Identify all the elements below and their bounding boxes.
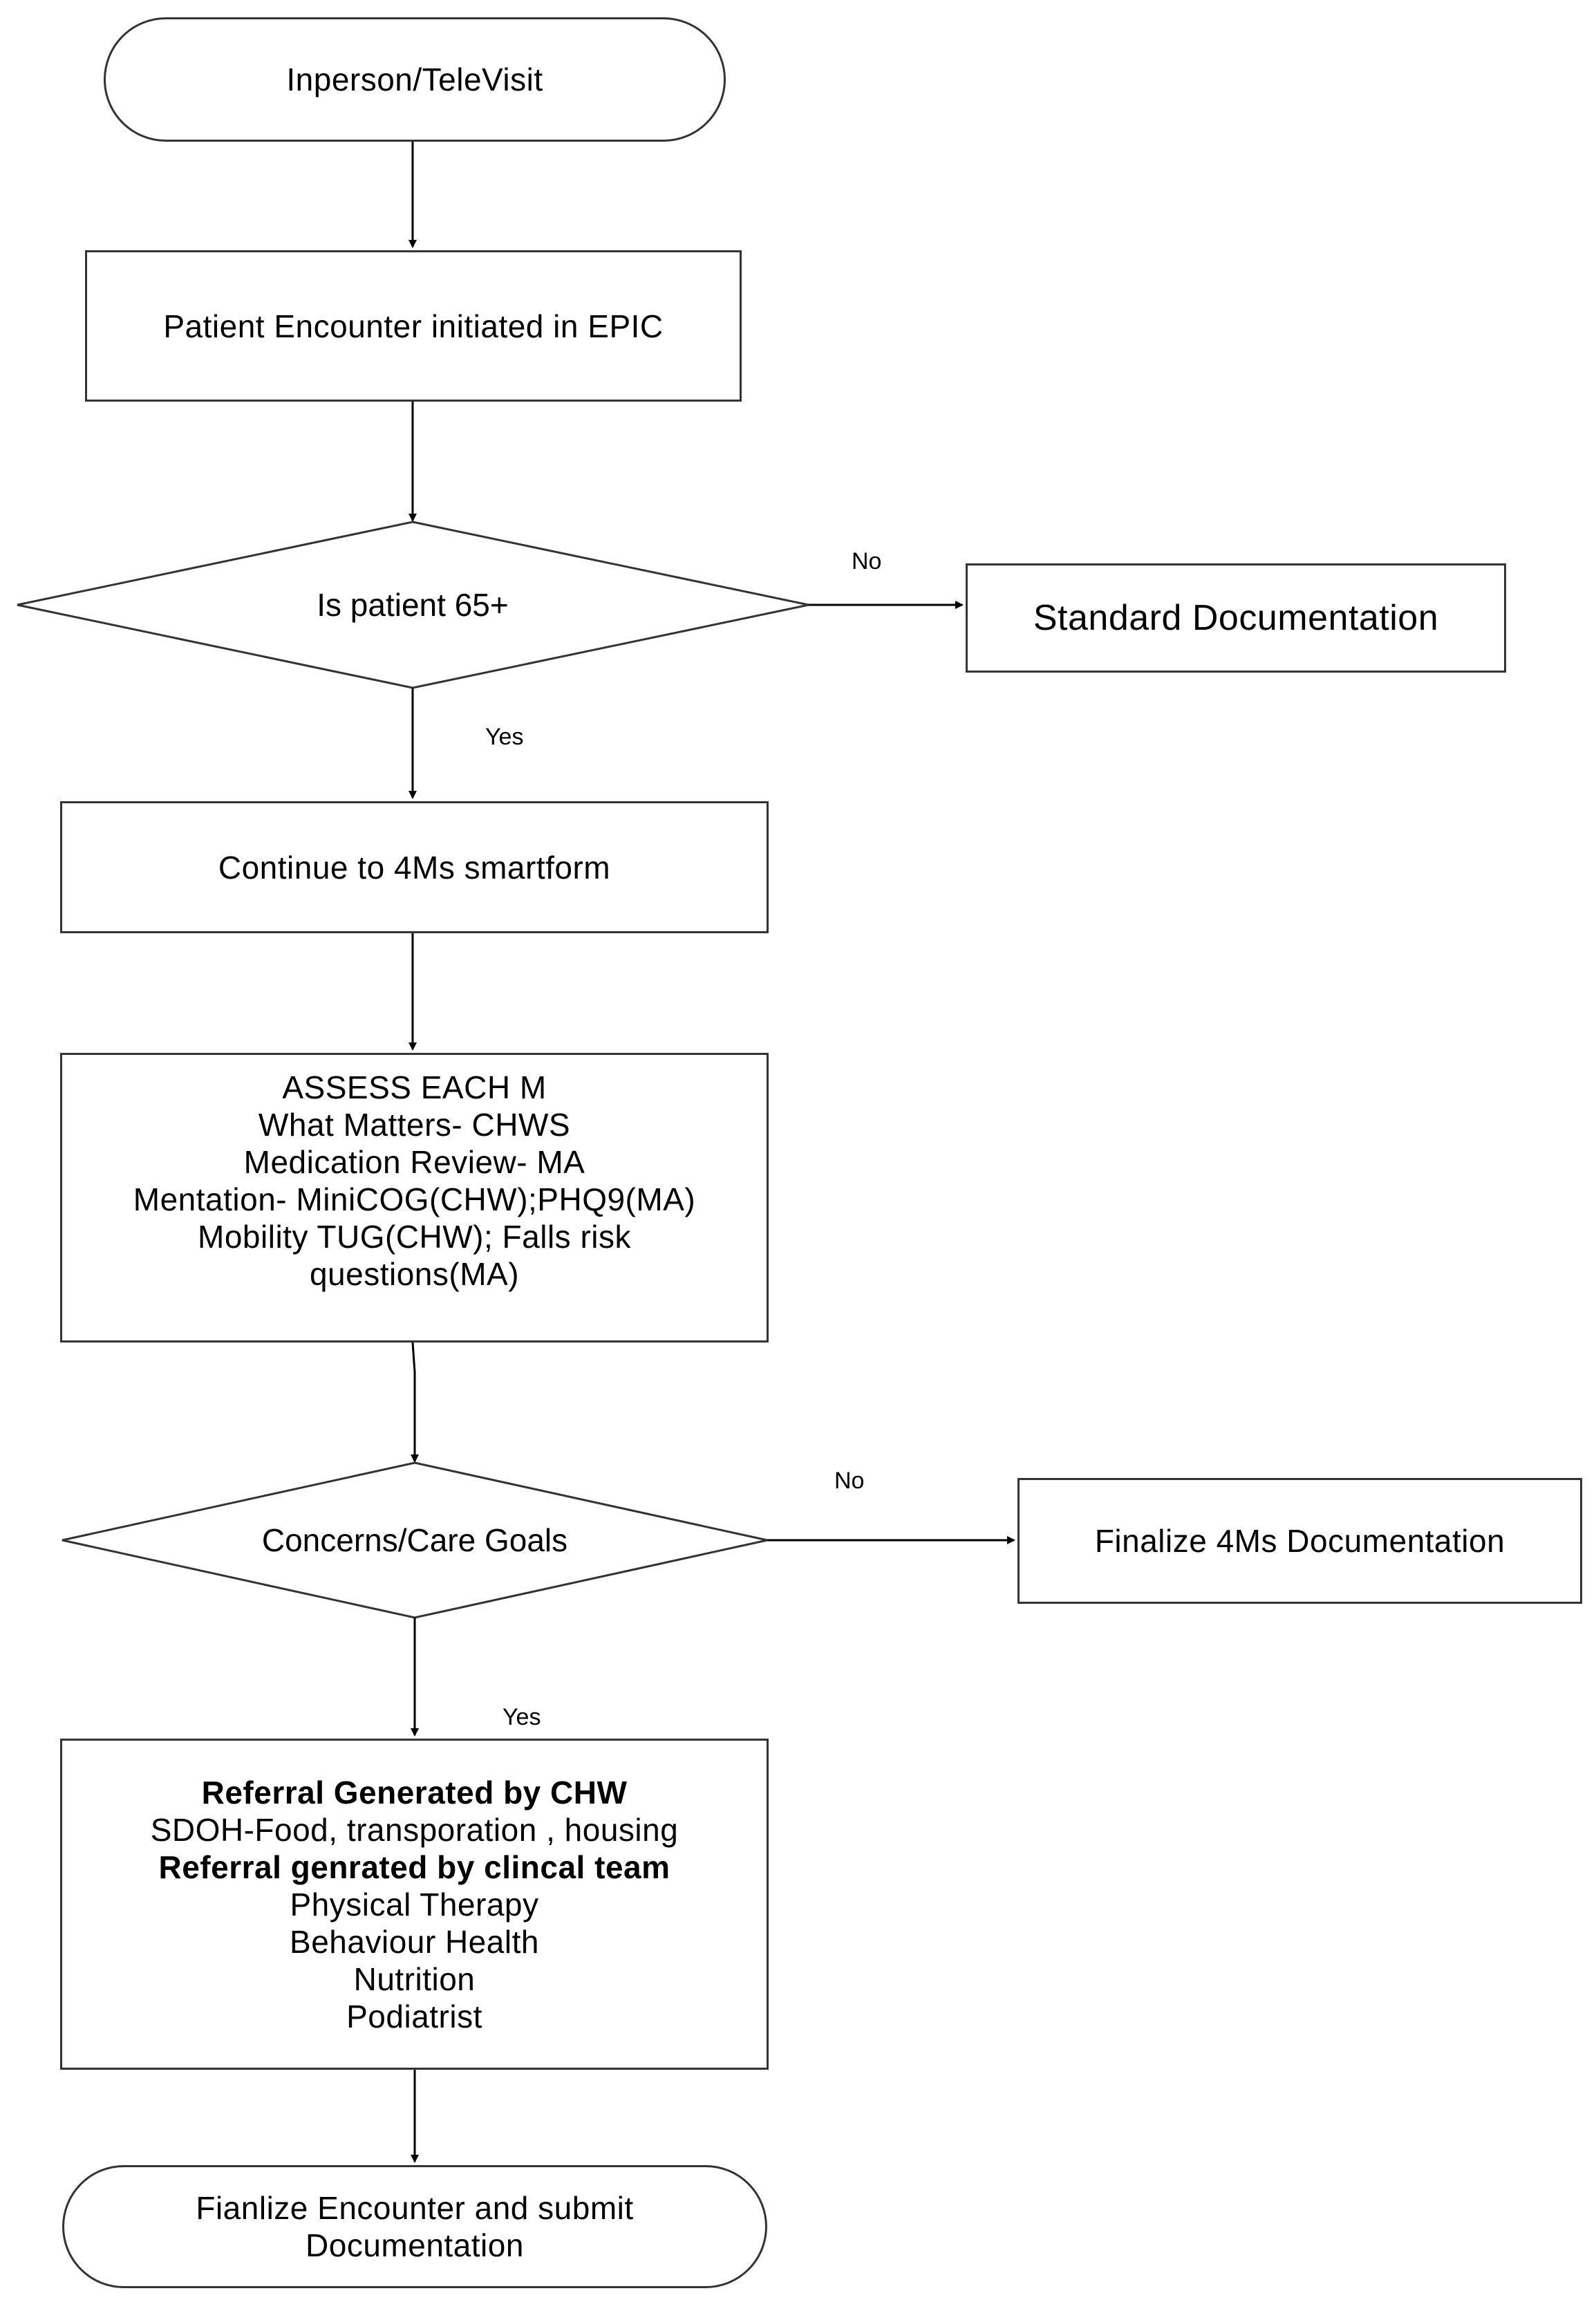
- referral-clinical-item: Nutrition: [353, 1961, 476, 1997]
- age-decision-label: Is patient 65+: [317, 587, 509, 623]
- assess-line-3: Medication Review- MA: [243, 1144, 585, 1180]
- assess-line-2: What Matters- CHWS: [258, 1107, 571, 1143]
- age-decision-label-wrap: Is patient 65+: [173, 577, 653, 633]
- arrow-assess-to-concerns: [411, 1342, 419, 1463]
- start-terminator: Inperson/TeleVisit: [104, 17, 726, 142]
- end-terminator: Fianlize Encounter and submit Documentat…: [62, 2165, 767, 2288]
- concerns-decision-label-wrap: Concerns/Care Goals: [173, 1513, 657, 1568]
- referral-box: Referral Generated by CHW SDOH-Food, tra…: [60, 1739, 769, 2070]
- age-no-label: No: [852, 548, 882, 574]
- finalize-4ms-box: Finalize 4Ms Documentation: [1017, 1478, 1582, 1604]
- end-line-2: Documentation: [306, 2227, 524, 2263]
- assess-line-6: questions(MA): [309, 1256, 520, 1292]
- assess-box: ASSESS EACH M What Matters- CHWS Medicat…: [60, 1053, 769, 1342]
- assess-line-5: Mobility TUG(CHW); Falls risk: [198, 1219, 631, 1255]
- smartform-label: Continue to 4Ms smartform: [218, 849, 611, 886]
- concerns-no-label: No: [834, 1468, 865, 1494]
- encounter-box: Patient Encounter initiated in EPIC: [85, 250, 742, 402]
- referral-clinical-heading: Referral genrated by clincal team: [158, 1849, 670, 1885]
- referral-chw-item: SDOH-Food, transporation , housing: [150, 1811, 679, 1848]
- assess-line-4: Mentation- MiniCOG(CHW);PHQ9(MA): [133, 1181, 696, 1217]
- finalize-4ms-label: Finalize 4Ms Documentation: [1094, 1523, 1505, 1559]
- referral-chw-heading: Referral Generated by CHW: [201, 1774, 628, 1810]
- assess-line-1: ASSESS EACH M: [282, 1069, 547, 1105]
- concerns-decision-label: Concerns/Care Goals: [261, 1522, 568, 1558]
- age-yes-label: Yes: [485, 724, 524, 750]
- standard-documentation-label: Standard Documentation: [1033, 598, 1439, 638]
- referral-clinical-item: Podiatrist: [346, 1998, 482, 2034]
- standard-documentation-box: Standard Documentation: [966, 563, 1506, 673]
- encounter-label: Patient Encounter initiated in EPIC: [163, 308, 664, 344]
- referral-clinical-item: Physical Therapy: [290, 1886, 539, 1922]
- referral-clinical-item: Behaviour Health: [290, 1923, 539, 1960]
- concerns-yes-label: Yes: [503, 1704, 541, 1730]
- smartform-box: Continue to 4Ms smartform: [60, 801, 769, 933]
- end-line-1: Fianlize Encounter and submit: [196, 2190, 634, 2226]
- start-label: Inperson/TeleVisit: [286, 62, 543, 97]
